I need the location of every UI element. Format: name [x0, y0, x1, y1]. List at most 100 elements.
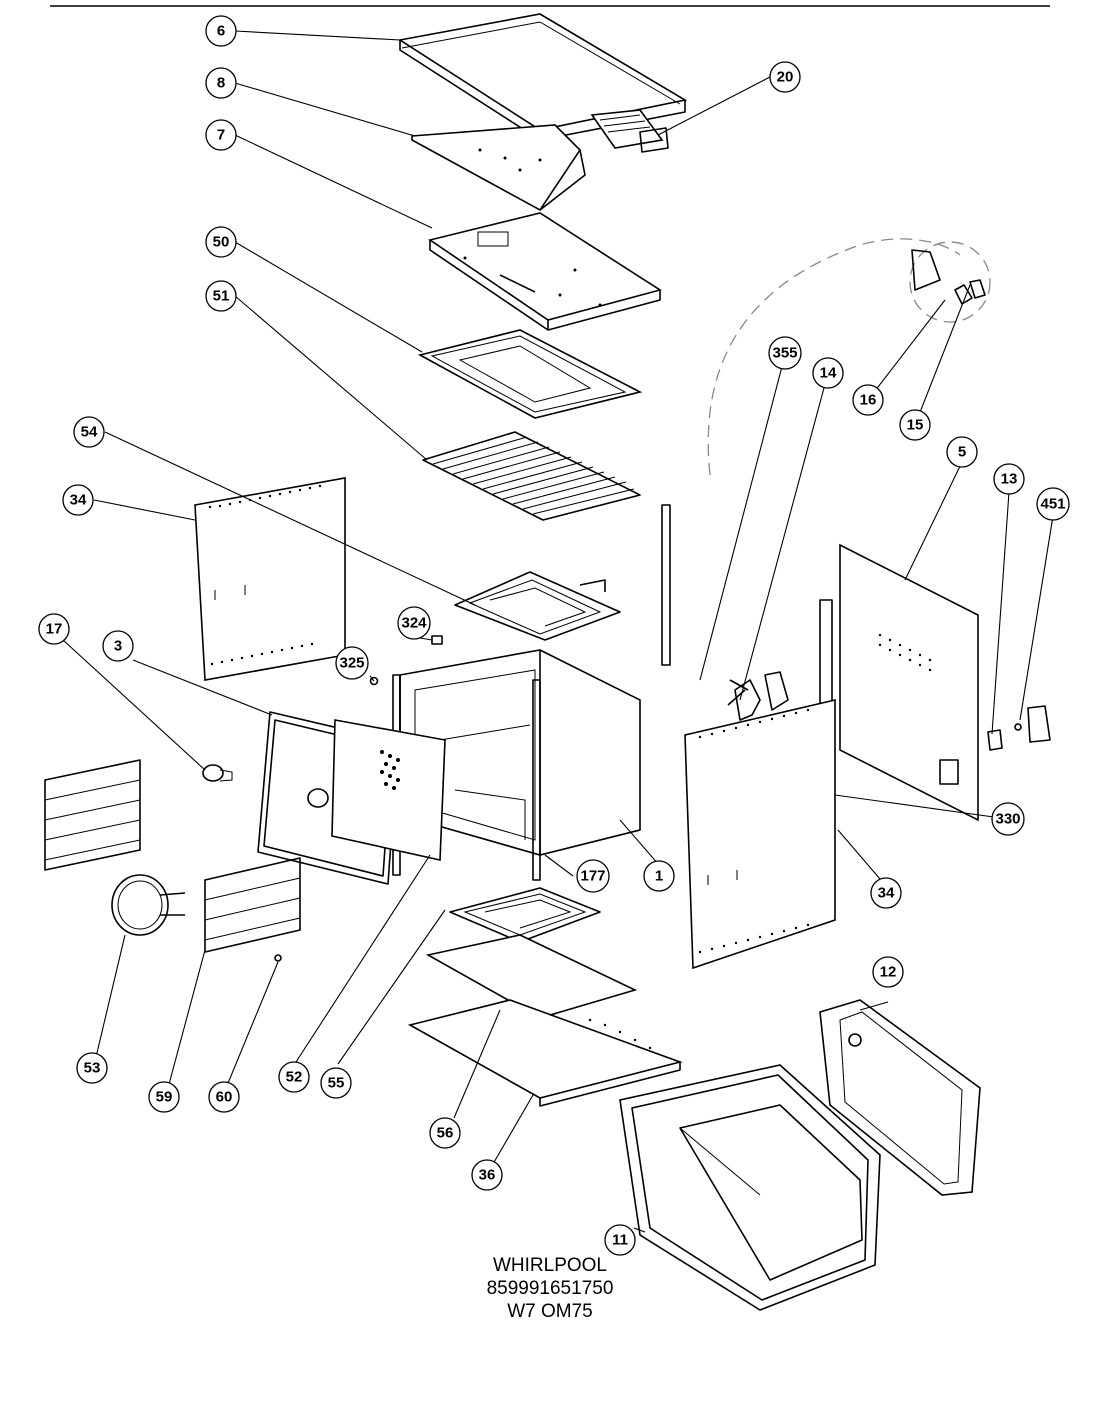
detail-circle-hinge	[909, 241, 991, 323]
callout-5: 5	[946, 436, 978, 468]
svg-text:330: 330	[995, 811, 1020, 828]
part-lamp-holder	[202, 764, 233, 782]
svg-text:451: 451	[1040, 496, 1065, 513]
callout-54: 54	[73, 416, 105, 448]
part-control-module	[590, 109, 669, 153]
part-base-tray	[407, 999, 683, 1107]
callout-11: 11	[604, 1224, 636, 1256]
part-front-frame	[819, 999, 981, 1196]
callout-20: 20	[769, 61, 801, 93]
part-upper-plate	[411, 124, 586, 212]
part-bottom-heating-element	[449, 887, 601, 943]
callout-15: 15	[899, 409, 931, 441]
callout-13: 13	[993, 463, 1025, 495]
callout-50: 50	[205, 226, 237, 258]
callout-59: 59	[148, 1081, 180, 1113]
part-outer-housing	[619, 1064, 881, 1311]
part-right-side-panel	[839, 543, 979, 822]
callout-1: 1	[643, 860, 675, 892]
svg-text:15: 15	[907, 417, 924, 434]
part-ring-heating-element	[111, 874, 186, 936]
callout-324: 324	[397, 606, 431, 640]
detail-dashed-lead	[707, 238, 961, 476]
callout-451: 451	[1036, 487, 1070, 521]
part-screw-451	[1014, 723, 1022, 731]
callout-60: 60	[208, 1081, 240, 1113]
callout-labels: 6 8 20 7 50 51 355 14 16 15 54 34 5 13 4…	[38, 15, 1070, 1256]
callout-177: 177	[576, 859, 610, 893]
callout-51: 51	[205, 280, 237, 312]
callout-16: 16	[852, 384, 884, 416]
callout-6: 6	[205, 15, 237, 47]
svg-text:51: 51	[213, 288, 230, 305]
part-clip-324	[431, 635, 443, 645]
svg-text:12: 12	[880, 964, 897, 981]
part-thermostat-13	[987, 729, 1003, 751]
part-number-label: 859991651750	[486, 1278, 614, 1299]
callout-8: 8	[205, 67, 237, 99]
part-rear-panel-right	[684, 698, 836, 970]
svg-text:20: 20	[777, 69, 794, 86]
part-screw-325	[369, 676, 379, 686]
svg-text:324: 324	[401, 615, 427, 632]
svg-text:1: 1	[655, 868, 663, 885]
callout-325: 325	[335, 646, 369, 680]
svg-text:6: 6	[217, 23, 225, 40]
part-hinge-bracket	[911, 249, 986, 305]
part-back-panel-52	[307, 719, 446, 861]
svg-text:11: 11	[612, 1232, 628, 1249]
svg-text:52: 52	[286, 1069, 303, 1086]
svg-text:55: 55	[328, 1075, 345, 1092]
svg-text:3: 3	[114, 638, 122, 655]
svg-text:34: 34	[878, 885, 895, 902]
svg-text:53: 53	[84, 1060, 101, 1077]
part-nut-60	[274, 954, 282, 962]
brand-label: WHIRLPOOL	[492, 1255, 608, 1276]
svg-text:325: 325	[339, 655, 364, 672]
svg-text:60: 60	[216, 1089, 233, 1106]
part-bottom-plate	[425, 934, 638, 1019]
part-grill-element	[454, 571, 621, 641]
callout-14: 14	[812, 357, 844, 389]
callout-7: 7	[205, 119, 237, 151]
part-baking-tray	[417, 329, 643, 419]
callout-36: 36	[471, 1159, 503, 1191]
callout-56: 56	[429, 1117, 461, 1149]
leader-lines	[62, 30, 1054, 1233]
callout-330: 330	[991, 802, 1025, 836]
part-wire-rack	[422, 431, 641, 521]
callout-3: 3	[102, 630, 134, 662]
svg-text:36: 36	[479, 1167, 496, 1184]
svg-text:56: 56	[437, 1125, 454, 1142]
part-shelf-guide-left	[44, 759, 141, 871]
svg-text:54: 54	[81, 424, 98, 441]
callout-12: 12	[872, 956, 904, 988]
part-shelf-guide-right	[204, 857, 301, 953]
callout-34-left: 34	[62, 484, 94, 516]
svg-text:50: 50	[213, 234, 230, 251]
callout-355: 355	[768, 336, 802, 370]
svg-text:13: 13	[1001, 471, 1018, 488]
model-label: W7 OM75	[507, 1301, 593, 1322]
svg-text:5: 5	[958, 444, 966, 461]
svg-text:177: 177	[580, 868, 605, 885]
svg-text:34: 34	[70, 492, 87, 509]
part-top-cover	[397, 13, 688, 141]
part-switch-451	[1027, 705, 1051, 743]
callout-52: 52	[278, 1061, 310, 1093]
svg-text:8: 8	[217, 75, 225, 92]
svg-text:355: 355	[772, 345, 797, 362]
svg-text:59: 59	[156, 1089, 173, 1106]
svg-text:7: 7	[217, 127, 225, 144]
callout-17: 17	[38, 613, 70, 645]
svg-text:16: 16	[860, 392, 877, 409]
part-top-frame	[428, 212, 662, 331]
part-left-side-panel	[194, 477, 346, 681]
part-side-rail	[661, 504, 671, 666]
callout-34-right: 34	[870, 877, 902, 909]
svg-text:14: 14	[820, 365, 837, 382]
callout-55: 55	[320, 1067, 352, 1099]
callout-53: 53	[76, 1052, 108, 1084]
svg-text:17: 17	[46, 621, 63, 638]
